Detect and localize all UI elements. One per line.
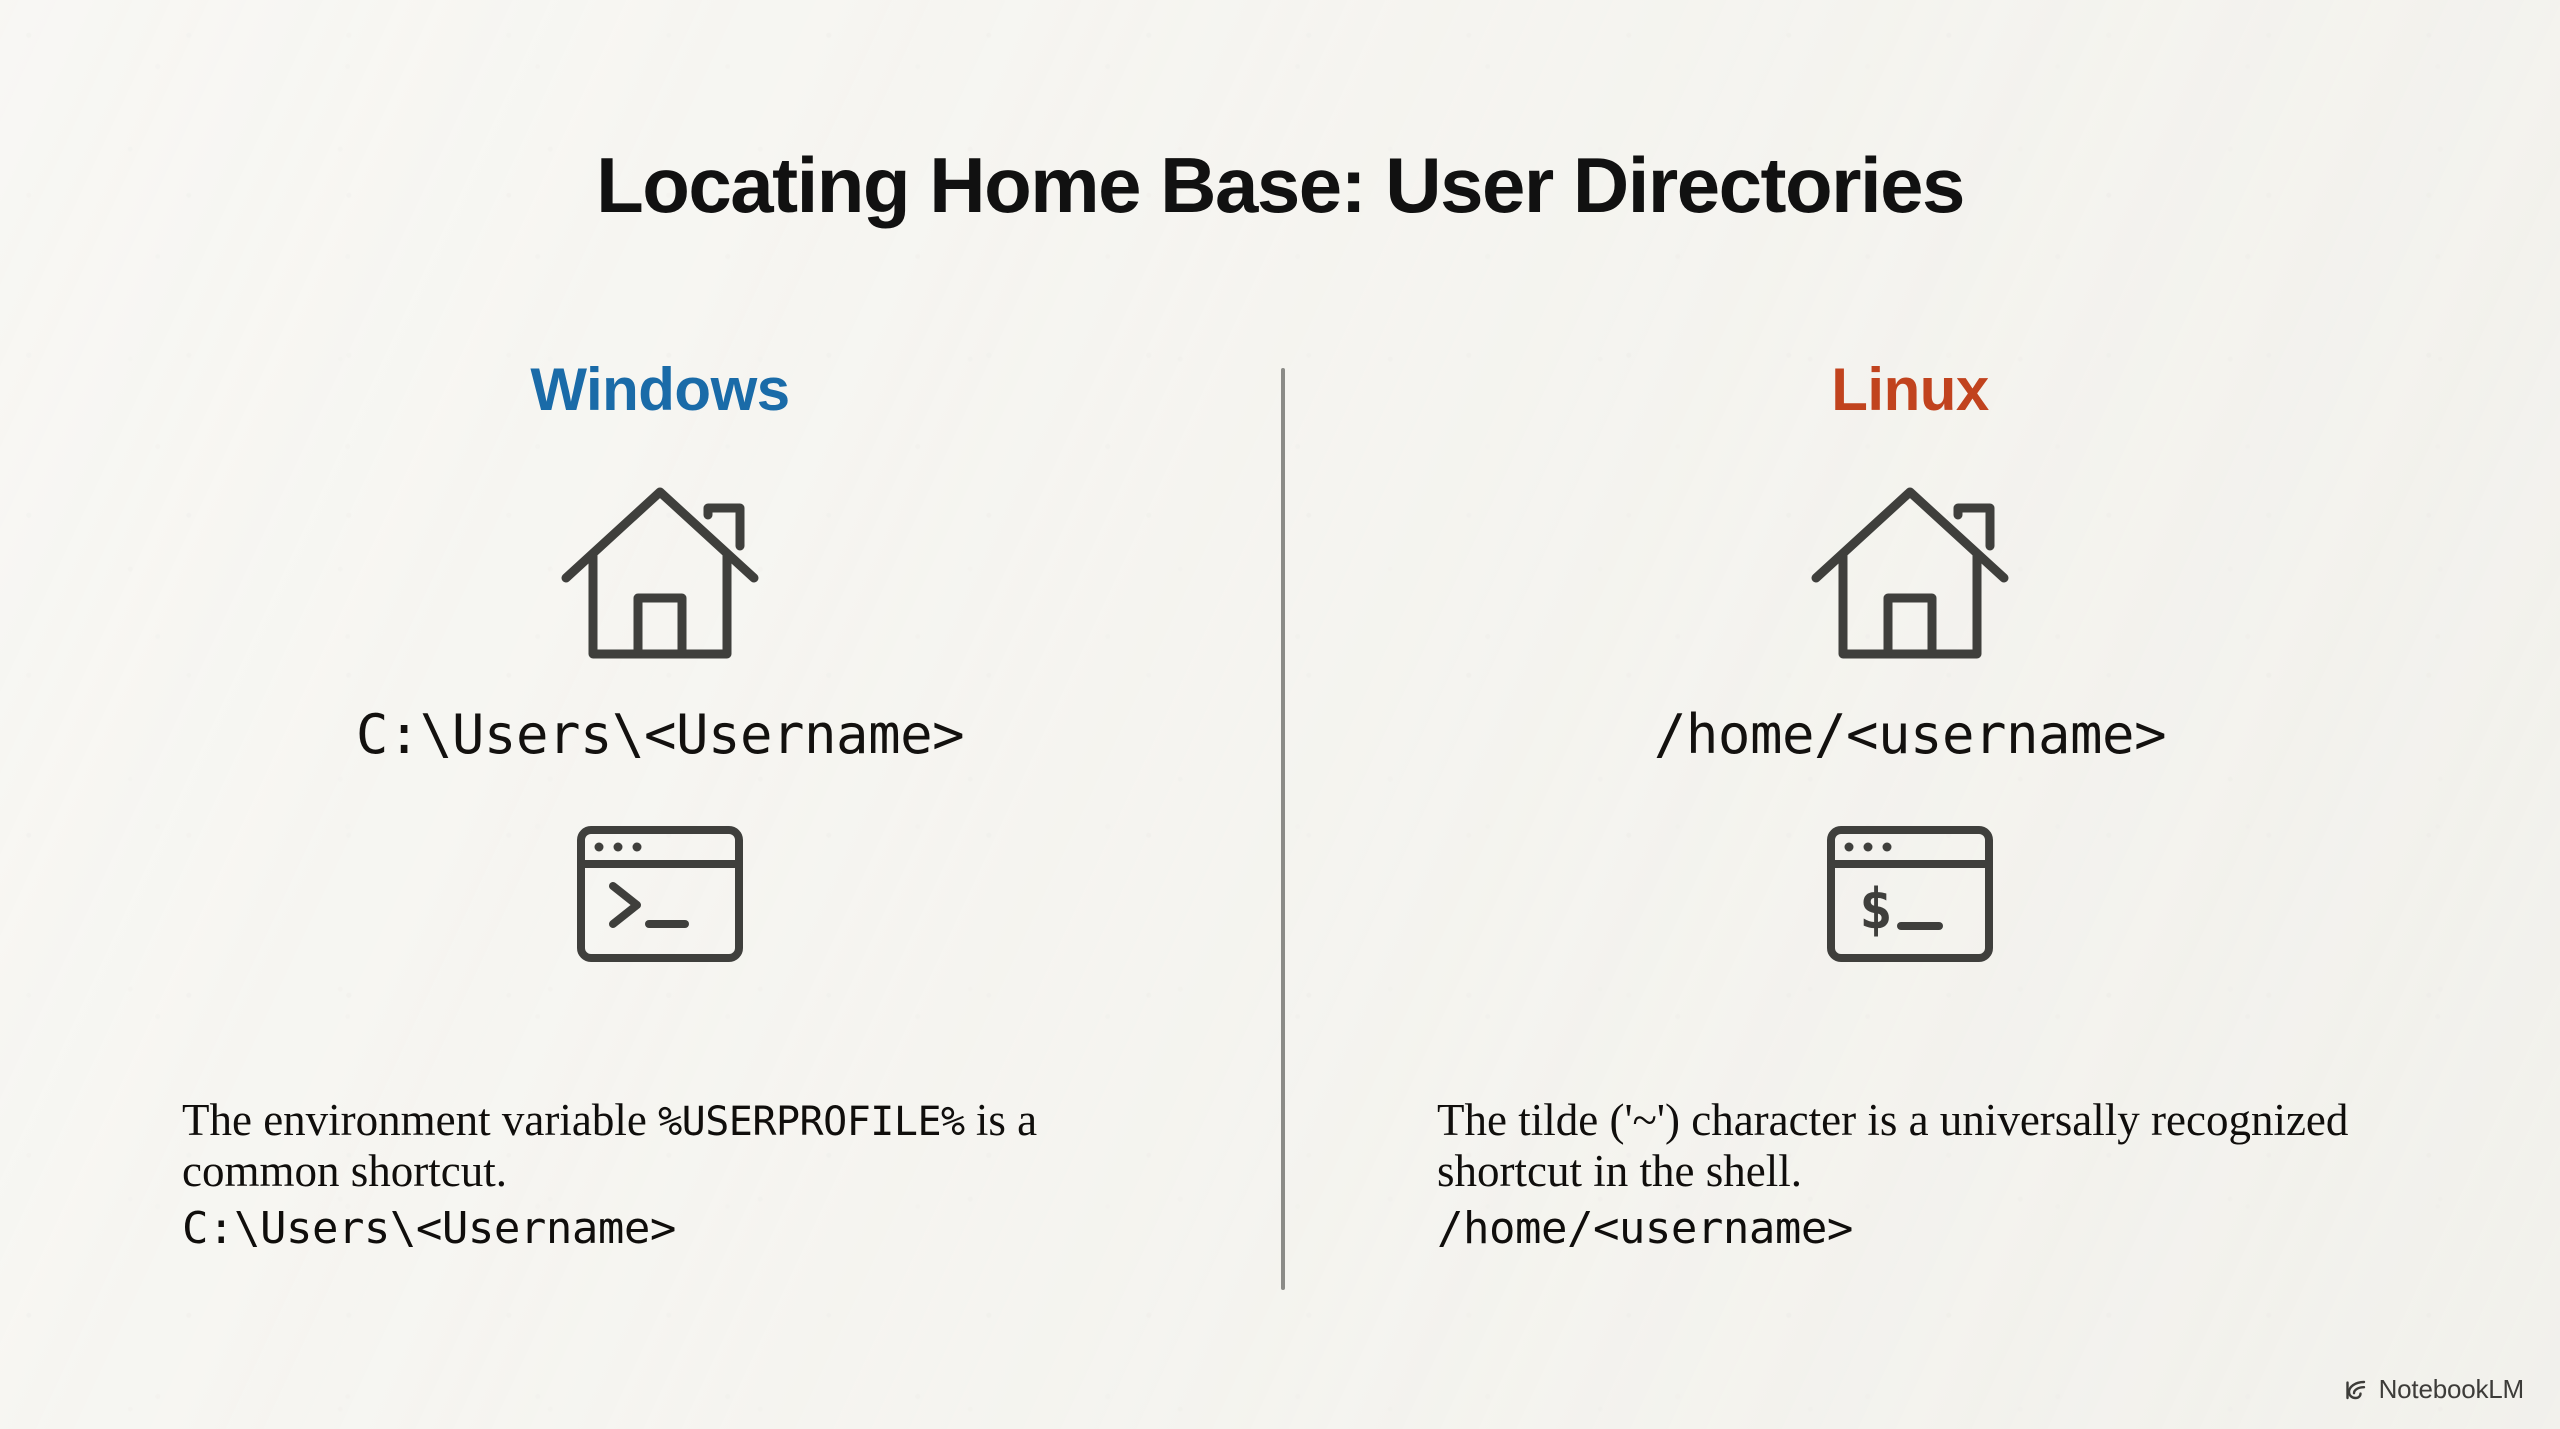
description-variable-linux: '~' <box>1624 1095 1665 1145</box>
house-icon <box>560 480 760 665</box>
home-path-windows: C:\Users\<Username> <box>355 703 965 766</box>
column-heading-windows: Windows <box>530 356 790 423</box>
house-icon-row-linux <box>1320 480 2500 665</box>
house-icon <box>1810 480 2010 665</box>
notebooklm-spiral-icon <box>2342 1376 2370 1404</box>
column-divider <box>1281 368 1285 1290</box>
home-path-linux: /home/<username> <box>1653 703 2167 766</box>
terminal-icon-row-windows <box>70 824 1250 964</box>
notebooklm-watermark: NotebookLM <box>2342 1374 2524 1405</box>
terminal-icon: $ <box>1825 824 1995 964</box>
description-suffix-windows: is a common shortcut. <box>182 1095 1038 1197</box>
column-linux: Linux /home/<username> <box>1320 360 2500 964</box>
column-windows: Windows C:\Users\<Username> <box>70 360 1250 964</box>
description-linux: The tilde ('~') character is a universal… <box>1437 1095 2467 1254</box>
description-prefix-windows: The environment variable <box>182 1095 659 1145</box>
description-path-windows: C:\Users\<Username> <box>182 1202 676 1254</box>
column-heading-linux: Linux <box>1831 356 1989 423</box>
notebooklm-label: NotebookLM <box>2378 1374 2525 1404</box>
description-prefix-linux: The tilde ( <box>1437 1095 1625 1145</box>
description-suffix-linux: ) character is a universally recognized … <box>1437 1095 2349 1197</box>
page-title: Locating Home Base: User Directories <box>596 141 1965 229</box>
terminal-icon-row-linux: $ <box>1320 824 2500 964</box>
house-icon-row-windows <box>70 480 1250 665</box>
terminal-icon <box>575 824 745 964</box>
description-variable-windows: %USERPROFILE% <box>658 1099 965 1145</box>
svg-text:$: $ <box>1859 877 1893 942</box>
description-path-linux: /home/<username> <box>1437 1202 1853 1254</box>
description-windows: The environment variable %USERPROFILE% i… <box>182 1095 1202 1254</box>
